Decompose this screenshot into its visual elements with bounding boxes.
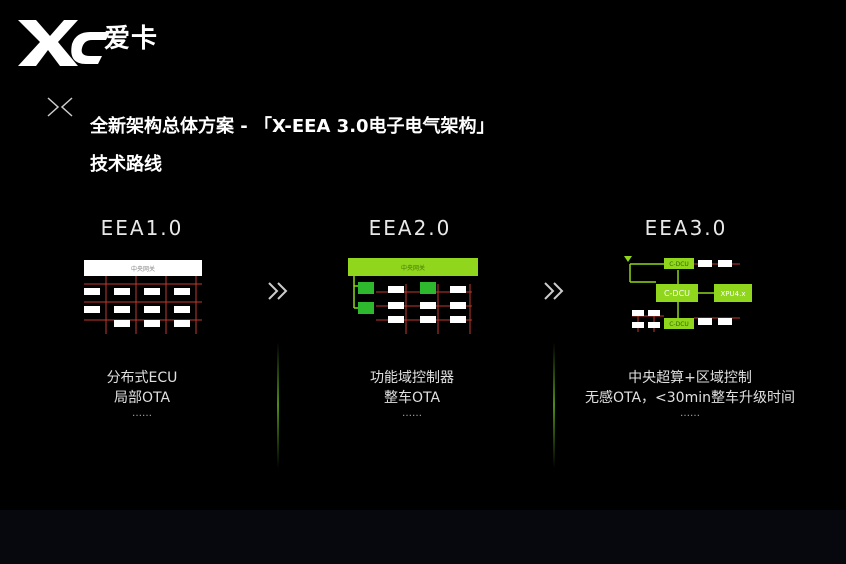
desc-line: 功能域控制器 [370, 370, 454, 386]
gateway-label: 中央网关 [401, 264, 425, 272]
desc-eea1: 分布式ECU 局部OTA [12, 368, 272, 408]
desc-eea2: 功能域控制器 整车OTA [282, 368, 542, 408]
column-divider [553, 342, 555, 468]
svg-text:C-DCU: C-DCU [669, 261, 689, 268]
desc-line: 中央超算+区域控制 [628, 370, 752, 386]
svg-text:C-DCU: C-DCU [669, 321, 689, 328]
diagram-eea2: 中央网关 [348, 258, 478, 334]
logo-text: 爱卡 [104, 24, 159, 54]
gateway-label: 中央网关 [131, 265, 155, 273]
svg-text:XPU4.x: XPU4.x [721, 290, 746, 298]
double-chevron-right-icon [268, 282, 288, 300]
central-controller [656, 284, 698, 302]
sensor-marker [624, 256, 632, 262]
footer-band [0, 510, 846, 564]
decorative-chevron-icon [47, 97, 73, 117]
zone-controller-bottom [664, 318, 694, 329]
header-band [0, 0, 846, 58]
diagram-eea1: 中央网关 [84, 260, 202, 334]
heading-eea1: EEA1.0 [100, 216, 184, 240]
domain-controller-1 [358, 282, 374, 294]
double-chevron-right-icon [544, 282, 564, 300]
page-title: 全新架构总体方案 - 「X-EEA 3.0电子电气架构」 [90, 116, 495, 137]
gateway-box [348, 258, 478, 276]
ellipsis: …… [402, 408, 422, 419]
ellipsis: …… [680, 408, 700, 419]
heading-eea3: EEA3.0 [644, 216, 728, 240]
page-subtitle: 技术路线 [90, 154, 162, 175]
desc-line: 局部OTA [113, 390, 171, 406]
xpu-box [714, 284, 752, 302]
xcar-logo [18, 20, 110, 66]
zone-controller-top [664, 258, 694, 269]
domain-controller-2 [358, 302, 374, 314]
svg-text:C-DCU: C-DCU [664, 289, 690, 298]
gateway-box [84, 260, 202, 276]
ellipsis: …… [132, 408, 152, 419]
desc-line: 分布式ECU [106, 370, 178, 386]
desc-line: 无感OTA，<30min整车升级时间 [584, 390, 795, 406]
domain-controller-3 [420, 282, 436, 294]
diagram-eea3: C-DCU C-DCU XPU4.x C-DCU [624, 256, 752, 332]
heading-eea2: EEA2.0 [368, 216, 452, 240]
column-divider [277, 342, 279, 468]
desc-line: 整车OTA [383, 390, 441, 406]
desc-eea3: 中央超算+区域控制 无感OTA，<30min整车升级时间 [560, 368, 820, 408]
